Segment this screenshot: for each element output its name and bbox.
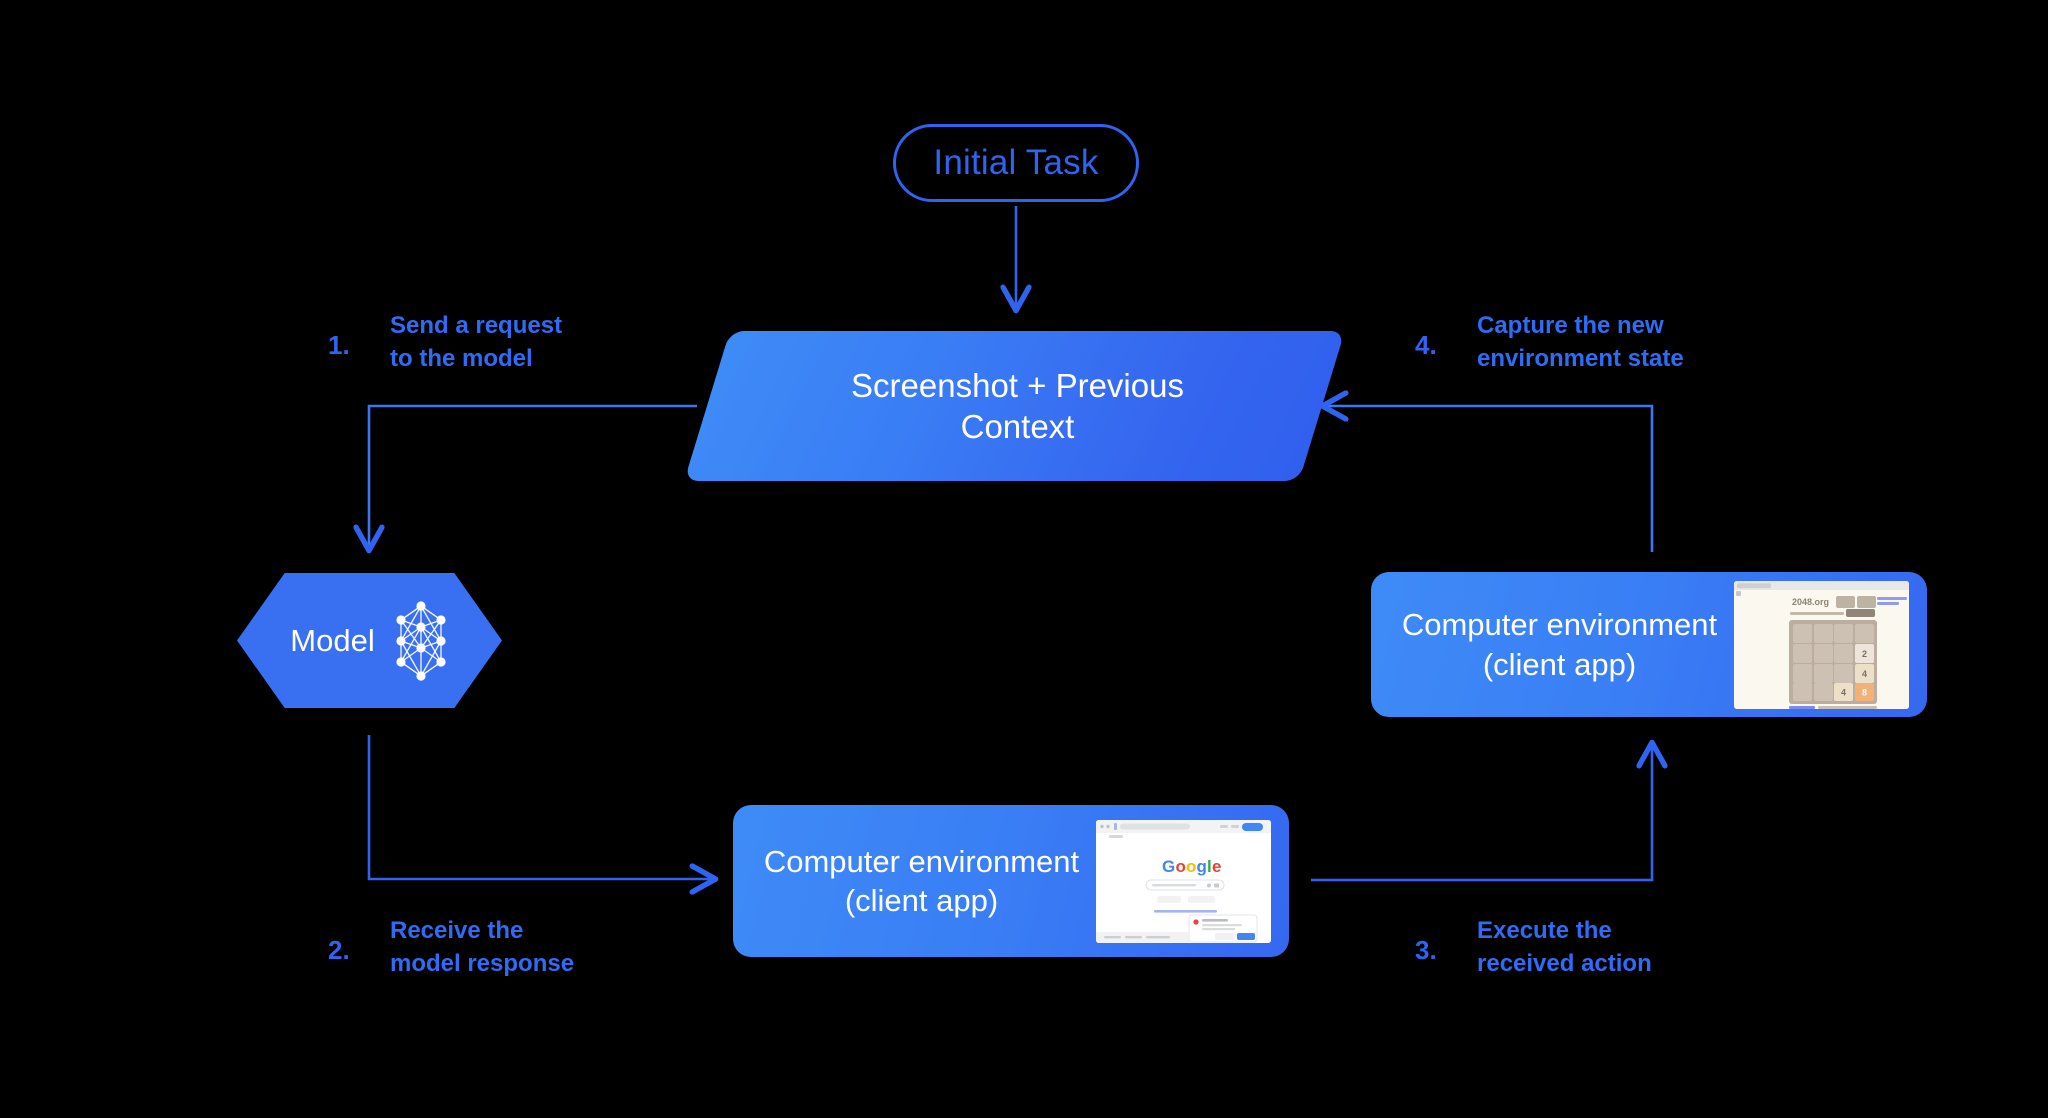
svg-text:l: l [1207, 857, 1212, 876]
edge-client-app-bottom-to-right [1311, 745, 1652, 882]
step-2-text: Receive the model response [390, 917, 575, 977]
step-1-number: 1. [328, 330, 350, 360]
edge-context-to-model [369, 404, 697, 548]
step-3-number: 3. [1415, 935, 1437, 965]
model-label: Model [290, 622, 375, 658]
step-3-text: Execute the received action [1477, 917, 1652, 977]
hexagon-shape [237, 573, 502, 708]
edge-client-app-right-to-context [1325, 406, 1654, 552]
client-app-bottom-label: Computer environment (client app) [733, 842, 1096, 920]
svg-text:8: 8 [1862, 687, 1867, 697]
node-model[interactable]: Model [237, 573, 502, 708]
svg-text:2: 2 [1862, 649, 1867, 659]
edge-model-to-client-app-bottom [367, 735, 713, 879]
model-content: Model [237, 573, 502, 708]
neural-network-icon [396, 600, 446, 681]
client-app-right-line1: Computer environment [1401, 607, 1718, 643]
client-app-right-label: Computer environment (client app) [1371, 605, 1734, 683]
step-label-1: 1. Send a request to the model [328, 310, 562, 375]
svg-text:g: g [1197, 857, 1207, 876]
svg-text:4: 4 [1862, 669, 1867, 679]
step-2-number: 2. [328, 935, 350, 965]
node-client-app-bottom[interactable]: Computer environment (client app) G [733, 805, 1289, 957]
node-initial-task[interactable]: Initial Task [893, 124, 1139, 202]
svg-text:o: o [1186, 857, 1196, 876]
step-1-text: Send a request to the model [390, 312, 563, 372]
node-client-app-right[interactable]: Computer environment (client app) 2048.o… [1371, 572, 1927, 717]
step-label-4: 4. Capture the new environment state [1415, 310, 1684, 375]
step-label-3: 3. Execute the received action [1415, 915, 1652, 980]
client-app-right-line2: (client app) [1482, 646, 1637, 682]
step-4-text: Capture the new environment state [1477, 312, 1684, 372]
svg-text:2048.org: 2048.org [1792, 597, 1829, 607]
svg-text:G: G [1162, 857, 1175, 876]
svg-text:o: o [1176, 857, 1186, 876]
node-screenshot-previous-context[interactable]: Screenshot + Previous Context [684, 331, 1345, 481]
client-app-bottom-line2: (client app) [844, 883, 999, 918]
thumbnail-google-homepage: G o o g l e [1096, 819, 1271, 943]
svg-text:e: e [1212, 857, 1221, 876]
context-label-group: Screenshot + Previous Context [707, 331, 1322, 481]
step-4-number: 4. [1415, 330, 1437, 360]
thumbnail-2048-game: 2048.org [1734, 580, 1909, 709]
context-label-line2: Context [960, 408, 1075, 445]
initial-task-label: Initial Task [933, 143, 1099, 182]
client-app-bottom-line1: Computer environment [763, 843, 1080, 879]
context-label-line1: Screenshot + Previous [851, 366, 1184, 404]
svg-text:4: 4 [1841, 687, 1846, 697]
step-label-2: 2. Receive the model response [328, 915, 574, 980]
